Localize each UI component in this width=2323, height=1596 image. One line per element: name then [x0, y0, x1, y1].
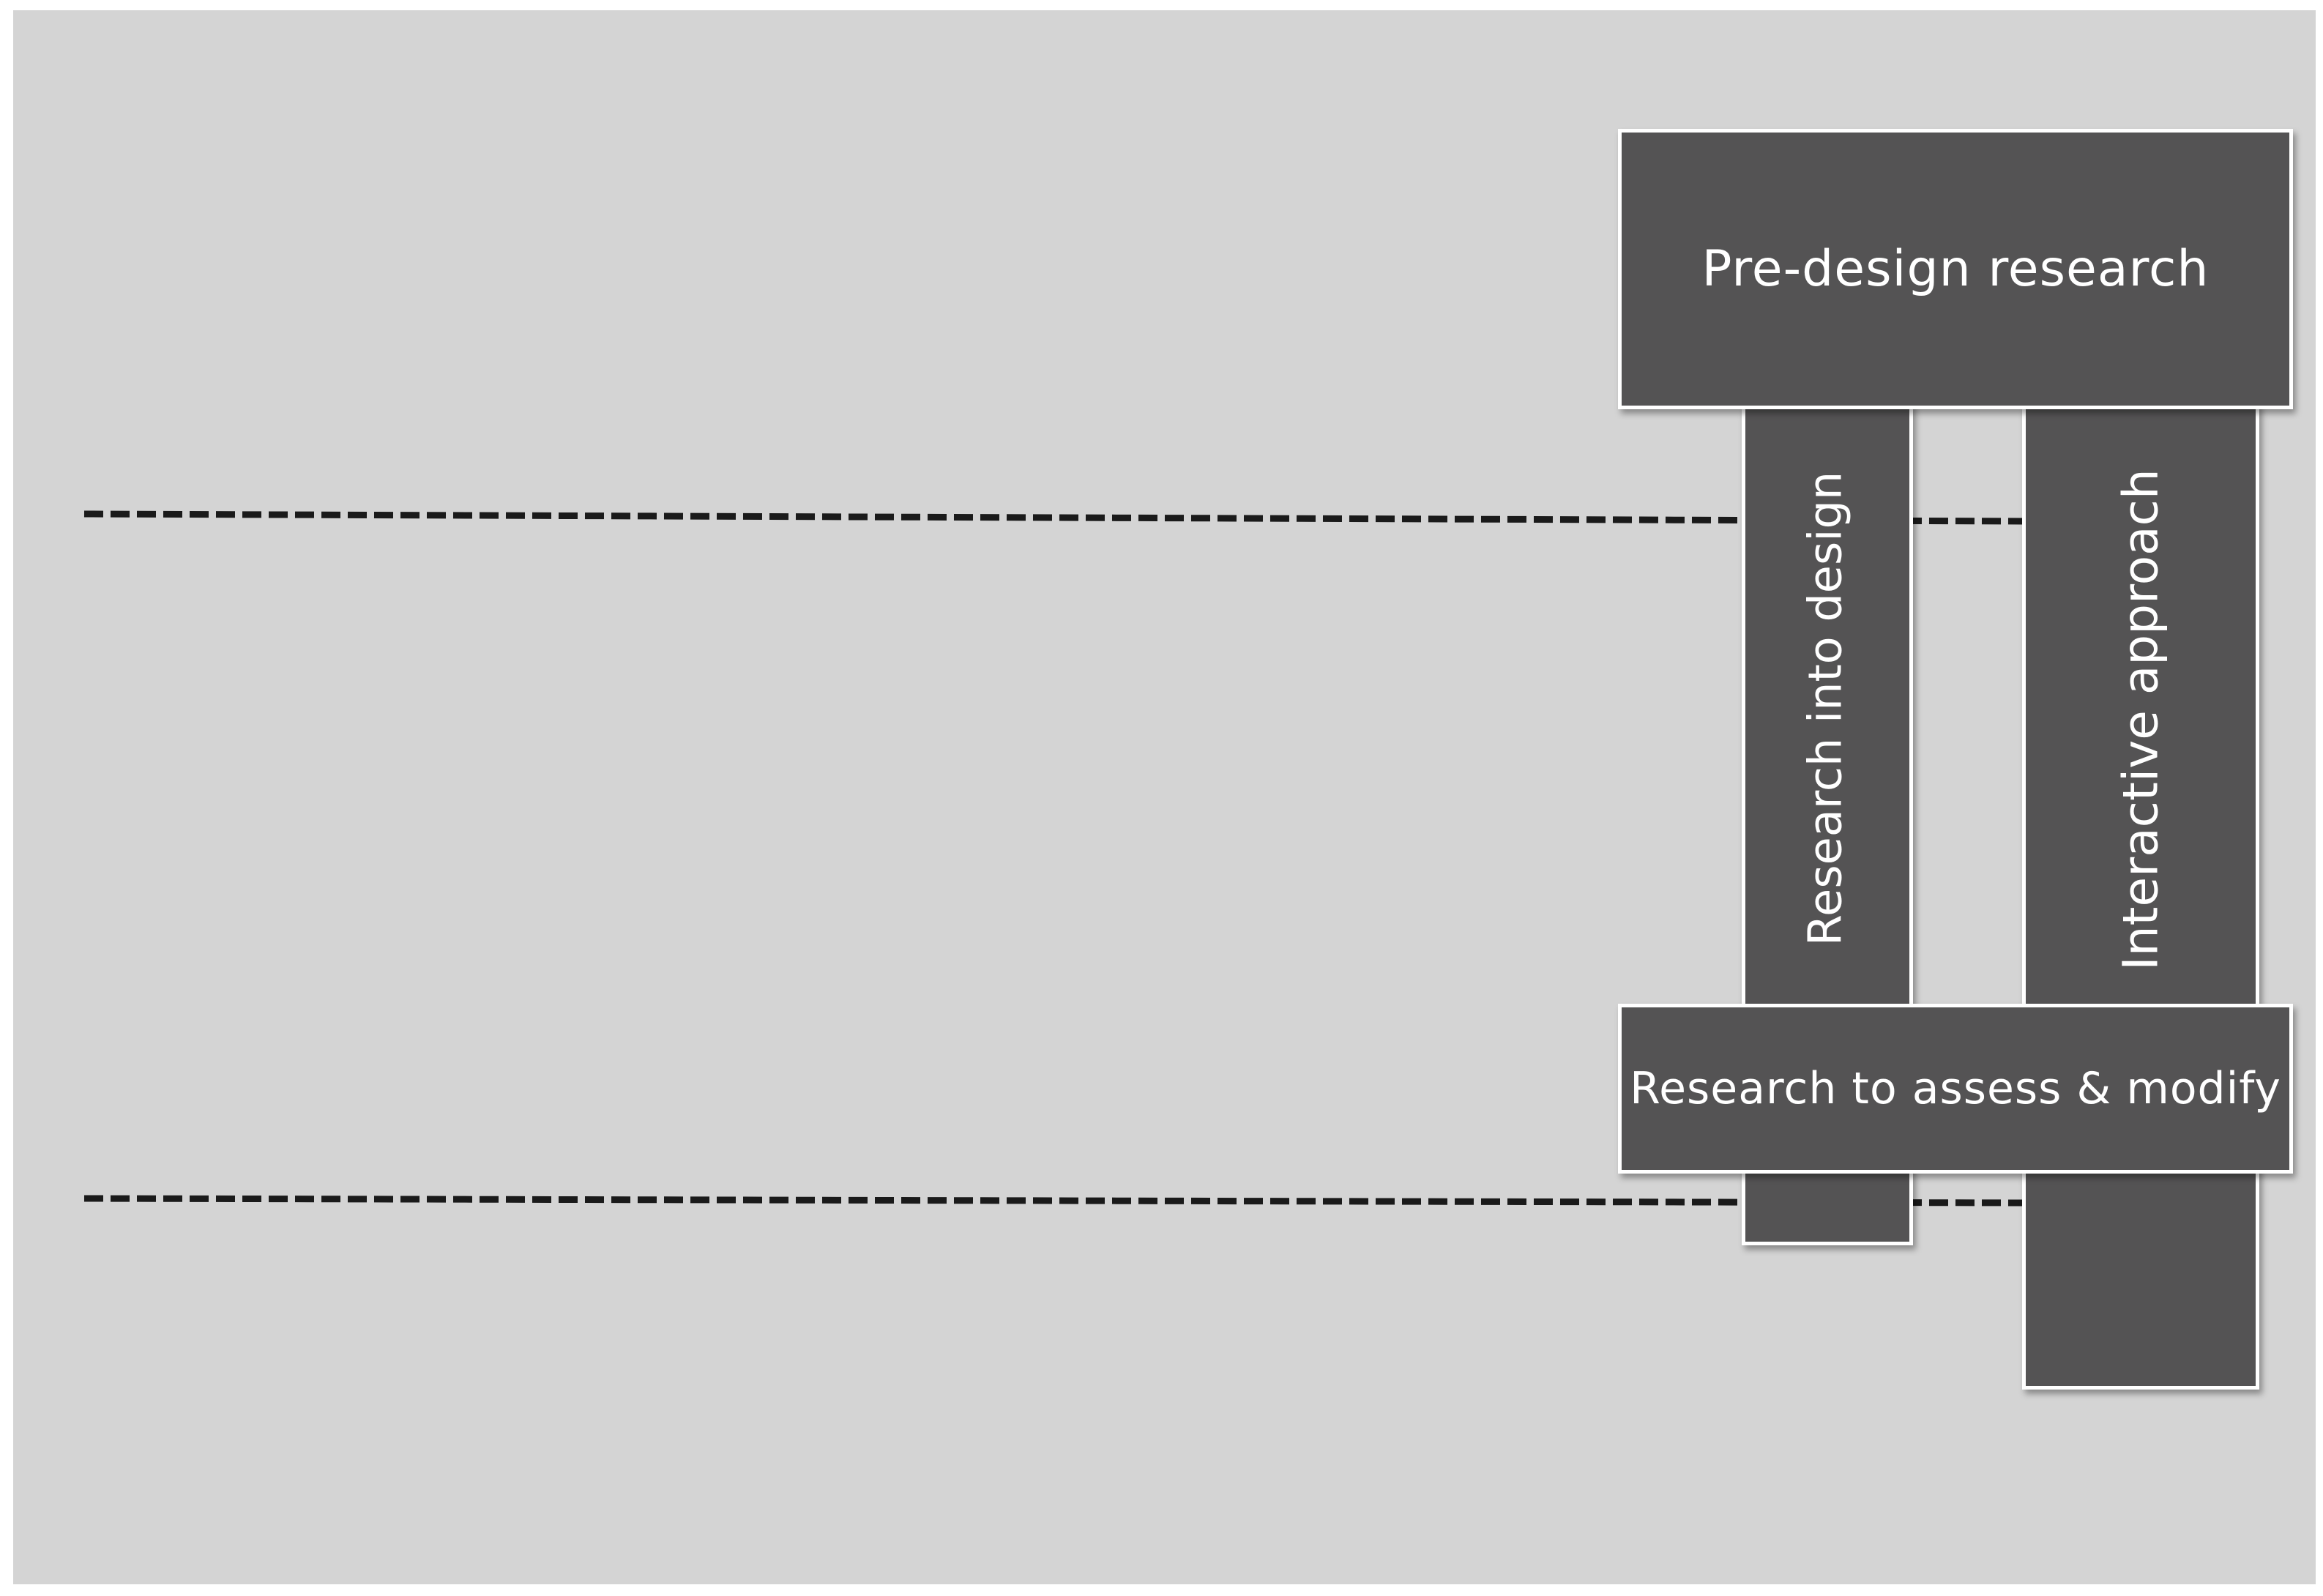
- research-to-assess-modify-box: Research to assess & modify: [1618, 1004, 2293, 1174]
- research-to-assess-modify-label: Research to assess & modify: [1630, 1063, 2281, 1114]
- pre-design-research-label: Pre-design research: [1701, 240, 2210, 298]
- pre-design-research-box: Pre-design research: [1618, 129, 2293, 409]
- upper-dashed-line: [83, 510, 2025, 525]
- interactive-approach-bar: [2022, 401, 2259, 1390]
- lower-dashed-line: [83, 1195, 2025, 1207]
- interactive-approach-label: Interactive approach: [2112, 469, 2169, 971]
- research-into-design-label: Research into design: [1798, 471, 1852, 947]
